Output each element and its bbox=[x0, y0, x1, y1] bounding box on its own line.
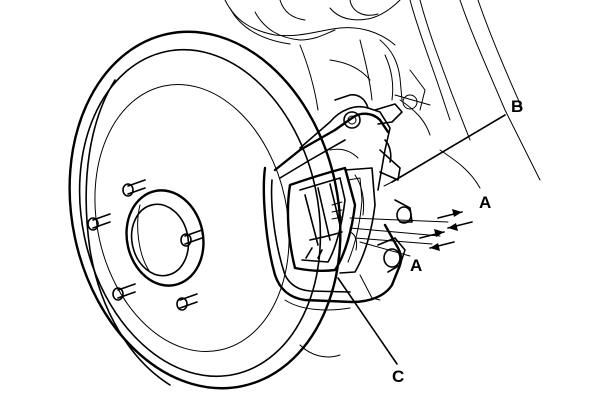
leader-b-tail bbox=[383, 181, 393, 187]
callout-b: B bbox=[511, 97, 523, 116]
lug-studs bbox=[87, 179, 203, 311]
callout-a-upper: A bbox=[479, 193, 491, 212]
brake-rotor bbox=[68, 30, 342, 390]
arrow-a-upper-pair bbox=[437, 209, 473, 231]
leader-b bbox=[391, 114, 506, 183]
callout-a-lower: A bbox=[410, 256, 422, 275]
background-suspension bbox=[224, 0, 541, 189]
arrow-a-lower-pair bbox=[419, 229, 455, 251]
arrowhead-icon bbox=[448, 223, 458, 231]
arrowhead-icon bbox=[452, 209, 462, 217]
leader-a-group bbox=[349, 217, 449, 257]
wheel-hub bbox=[125, 189, 205, 287]
callout-c: C bbox=[392, 367, 404, 386]
brake-pads bbox=[286, 166, 376, 274]
leader-c bbox=[337, 277, 398, 365]
arrowhead-icon bbox=[430, 243, 440, 251]
arrowhead-icon bbox=[434, 229, 444, 237]
